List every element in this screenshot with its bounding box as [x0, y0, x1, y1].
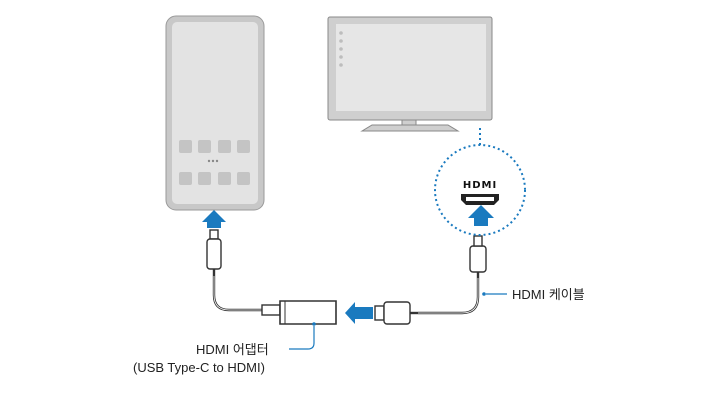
tv-sidebar-dots — [339, 31, 343, 67]
tv-stand-base — [360, 124, 460, 132]
hdmi-plug-adapter-side — [374, 301, 418, 325]
adapter-label-line1: HDMI 어댑터 — [196, 342, 269, 357]
hdmi-cable — [418, 278, 480, 315]
page-indicator-dot — [207, 159, 211, 163]
cable-leader-line — [482, 292, 507, 296]
phone-screen — [172, 22, 258, 204]
tv-dot — [339, 39, 343, 43]
hdmi-cable-label: HDMI 케이블 — [512, 287, 585, 302]
app-icon — [218, 172, 231, 185]
arrow-left-adapter-icon — [345, 302, 373, 324]
phone-cable — [212, 276, 262, 312]
page-indicator-dot — [215, 159, 219, 163]
hdmi-port-zoom: HDMI — [434, 127, 526, 236]
arrow-up-port-icon — [468, 205, 494, 226]
adapter-leader-line — [289, 322, 316, 350]
app-icon — [218, 140, 231, 153]
arrow-up-phone-icon — [202, 210, 226, 228]
hdmi-port-logo: HDMI — [463, 180, 497, 191]
page-indicator-dot — [211, 159, 215, 163]
hdmi-plug-tv-side — [469, 235, 487, 278]
television — [327, 16, 493, 132]
app-icon — [179, 140, 192, 153]
smartphone — [165, 15, 265, 211]
tv-screen — [336, 24, 486, 111]
tv-dot — [339, 55, 343, 59]
phone-app-icons — [179, 140, 250, 185]
app-icon — [179, 172, 192, 185]
hdmi-adapter — [261, 300, 337, 325]
adapter-label-line2: (USB Type-C to HDMI) — [133, 360, 265, 375]
app-icon — [237, 172, 250, 185]
tv-dot — [339, 63, 343, 67]
app-icon — [198, 140, 211, 153]
app-icon — [198, 172, 211, 185]
usb-c-plug — [206, 229, 222, 276]
tv-stand-neck — [401, 119, 417, 126]
tv-dot — [339, 47, 343, 51]
tv-dot — [339, 31, 343, 35]
app-icon — [237, 140, 250, 153]
